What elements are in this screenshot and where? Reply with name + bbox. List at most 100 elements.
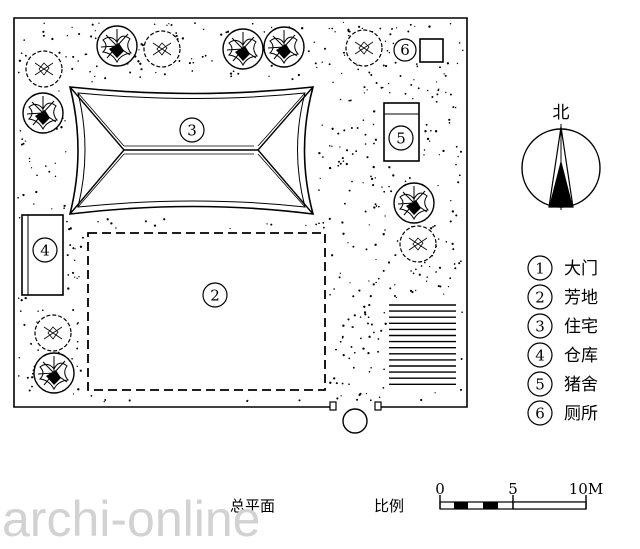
stipple-dot: [19, 130, 22, 132]
stipple-dot: [89, 70, 91, 73]
stipple-dot: [337, 164, 340, 167]
toilet: 6: [393, 38, 444, 63]
stipple-dot: [322, 156, 324, 158]
stipple-dot: [341, 157, 344, 160]
stipple-dot: [328, 63, 331, 66]
scale-tick-5: 5: [508, 480, 518, 498]
legend-number-circle: [527, 255, 553, 281]
stipple-dot: [455, 145, 458, 148]
tree: [33, 352, 75, 394]
stipple-dot: [437, 284, 440, 288]
stipple-dot: [247, 399, 249, 402]
stipple-dot: [363, 92, 366, 94]
stipple-dot: [367, 351, 370, 355]
stipple-dot: [84, 53, 87, 56]
stipple-dot: [140, 68, 143, 71]
stipple-dot: [332, 81, 334, 84]
stipple-dot: [434, 392, 436, 394]
stipple-dot: [341, 382, 344, 385]
tree: [263, 26, 305, 68]
stipple-dot: [137, 60, 140, 63]
stipple-dot: [337, 132, 340, 135]
stipple-dot: [192, 61, 195, 64]
stipple-dot: [430, 129, 432, 132]
legend-number: 6: [535, 405, 545, 423]
stipple-dot: [103, 401, 105, 403]
stipple-dot: [426, 89, 429, 92]
stipple-dot: [33, 203, 35, 205]
legend-number-circle: [527, 284, 553, 310]
legend-label: 大门: [564, 259, 598, 279]
stipple-dot: [335, 382, 338, 385]
stipple-dot: [345, 149, 349, 152]
stipple-dot: [24, 296, 27, 300]
stipple-dot: [341, 335, 344, 338]
stipple-dot: [375, 205, 378, 207]
stipple-dot: [342, 324, 345, 327]
stipple-dot: [454, 267, 457, 270]
stipple-dot: [389, 92, 391, 94]
stipple-dot: [449, 220, 452, 223]
stipple-dot: [383, 311, 386, 314]
stipple-dot: [384, 40, 387, 42]
stipple-dot: [451, 210, 455, 213]
north-label: 北: [553, 103, 570, 123]
tree: [25, 50, 63, 88]
vegetable-plot: [389, 304, 456, 385]
stipple-dot: [333, 377, 336, 380]
stipple-dot: [458, 42, 461, 44]
stipple-dot: [67, 287, 70, 290]
stipple-dot: [368, 335, 371, 338]
stipple-dot: [64, 120, 66, 122]
stipple-dot: [65, 151, 67, 153]
stipple-dot: [204, 54, 207, 57]
stipple-dot: [270, 223, 273, 226]
stipple-dot: [366, 89, 368, 91]
stipple-dot: [383, 190, 386, 193]
stipple-dot: [153, 224, 157, 227]
stipple-dot: [379, 27, 382, 30]
stipple-dot: [365, 393, 367, 395]
stipple-dot: [17, 297, 20, 299]
stipple-dot: [291, 78, 294, 81]
stipple-dot: [373, 206, 376, 209]
stipple-dot: [363, 86, 366, 89]
legend-number-circle: [527, 342, 553, 368]
stipple-dot: [384, 322, 387, 325]
lawn: 2: [87, 232, 326, 391]
stipple-dot: [389, 287, 392, 290]
stipple-dot: [432, 226, 434, 228]
stipple-dot: [28, 157, 31, 160]
stipple-dot: [251, 22, 254, 25]
stipple-dot: [115, 227, 117, 229]
stipple-dot: [77, 322, 79, 324]
stipple-dot: [368, 224, 370, 226]
stipple-dot: [91, 81, 93, 83]
stipple-dot: [374, 177, 377, 179]
stipple-dot: [66, 220, 68, 223]
stipple-dot: [382, 387, 385, 389]
stipple-dot: [356, 127, 359, 129]
stipple-dot: [98, 22, 100, 24]
stipple-dot: [375, 81, 378, 85]
stipple-dot: [433, 224, 436, 227]
stipple-dot: [35, 190, 38, 194]
tree: [393, 182, 435, 224]
stipple-dot: [66, 254, 69, 257]
tree: [399, 225, 437, 263]
stipple-dot: [372, 283, 375, 286]
stipple-dot: [380, 329, 383, 332]
stipple-dot: [392, 174, 395, 177]
stipple-dot: [394, 284, 396, 286]
stipple-dot: [393, 294, 397, 298]
stipple-dot: [374, 203, 377, 206]
stipple-dot: [458, 262, 461, 265]
stipple-dot: [69, 244, 72, 247]
stipple-dot: [418, 273, 421, 276]
stipple-dot: [18, 217, 21, 219]
stipple-dot: [331, 145, 333, 147]
stipple-dot: [153, 23, 156, 25]
stipple-dot: [190, 58, 193, 60]
